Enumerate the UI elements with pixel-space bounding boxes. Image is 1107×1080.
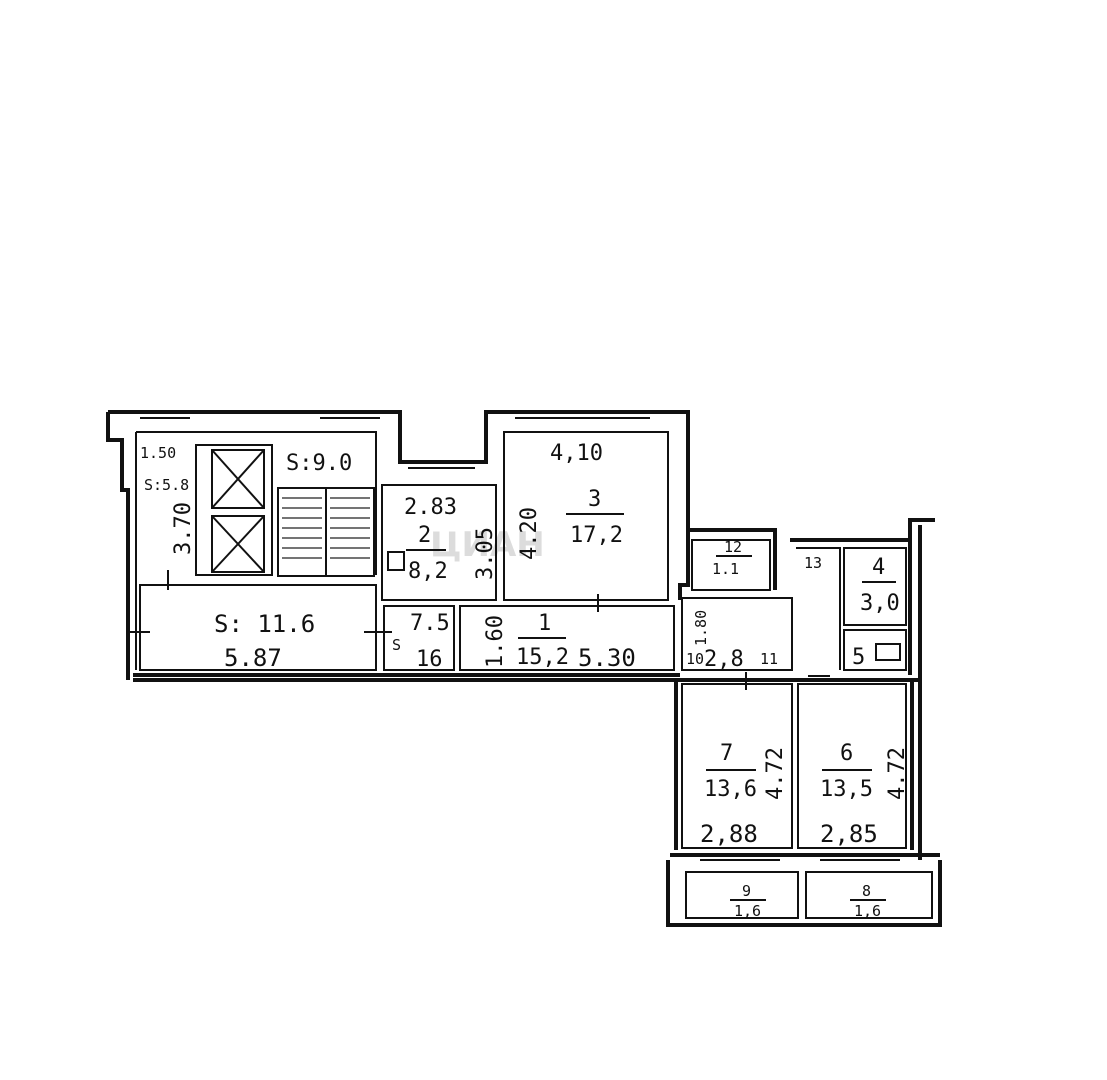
- elevator-shaft-upper: [211, 449, 265, 509]
- elevator-shaft-lower: [211, 515, 265, 573]
- room-1-height: 1.60: [483, 615, 508, 668]
- left-room-height: 3.70: [171, 502, 196, 555]
- room-4-number: 4: [872, 555, 885, 580]
- room-6-number: 6: [840, 741, 853, 766]
- room-9-number: 9: [742, 882, 751, 900]
- hall-length: 5.87: [224, 644, 282, 672]
- room-7-number: 7: [720, 741, 733, 766]
- room-1-area: 15,2: [516, 645, 569, 670]
- door-ticks: [130, 570, 830, 690]
- room-8-area: 1,6: [854, 902, 881, 920]
- room-2-width: 2.83: [404, 495, 457, 520]
- room-2-number: 2: [418, 523, 431, 548]
- room-1-width: 5.30: [578, 644, 636, 672]
- hall-area: S: 11.6: [214, 610, 315, 638]
- left-room-area: S:5.8: [144, 476, 189, 494]
- room-3-height: 4.20: [517, 507, 542, 560]
- outer-walls: [106, 410, 942, 927]
- room-11-number: 11: [760, 650, 778, 668]
- room-3-width: 4,10: [550, 441, 603, 466]
- room-4-area: 3,0: [860, 591, 900, 616]
- staircase: [277, 487, 375, 577]
- room-3-number: 3: [588, 487, 601, 512]
- room-12-number: 12: [724, 538, 742, 556]
- room-11-area: 2,8: [704, 647, 744, 672]
- room-2-height: 3.05: [473, 527, 498, 580]
- room-6-area: 13,5: [820, 777, 873, 802]
- room-9-area: 1,6: [734, 902, 761, 920]
- small-room-bottom: 16: [416, 647, 443, 672]
- room-11-side: 10: [686, 650, 704, 668]
- room-2-area: 8,2: [408, 559, 448, 584]
- bathtub-icon: [875, 643, 901, 661]
- stair-area: S:9.0: [286, 451, 352, 476]
- room-11-height: 1.80: [692, 610, 710, 646]
- room-12-area: 1.1: [712, 560, 739, 578]
- interior-walls: [135, 431, 933, 919]
- room-7-height: 4.72: [763, 747, 788, 800]
- small-room-top: 7.5: [410, 611, 450, 636]
- small-room-s: S: [392, 636, 401, 654]
- watermark: ЦИАН: [430, 525, 545, 565]
- left-room-width: 1.50: [140, 444, 176, 462]
- room-6-width: 2,85: [820, 820, 878, 848]
- room-7-width: 2,88: [700, 820, 758, 848]
- room-3-area: 17,2: [570, 523, 623, 548]
- stove-icon: [387, 551, 405, 571]
- room-1-number: 1: [538, 611, 551, 636]
- windows: [140, 417, 900, 861]
- room-13-number: 13: [804, 554, 822, 572]
- room-8-number: 8: [862, 882, 871, 900]
- room-7-area: 13,6: [704, 777, 757, 802]
- room-5-number: 5: [852, 645, 865, 670]
- room-6-height: 4.72: [885, 747, 910, 800]
